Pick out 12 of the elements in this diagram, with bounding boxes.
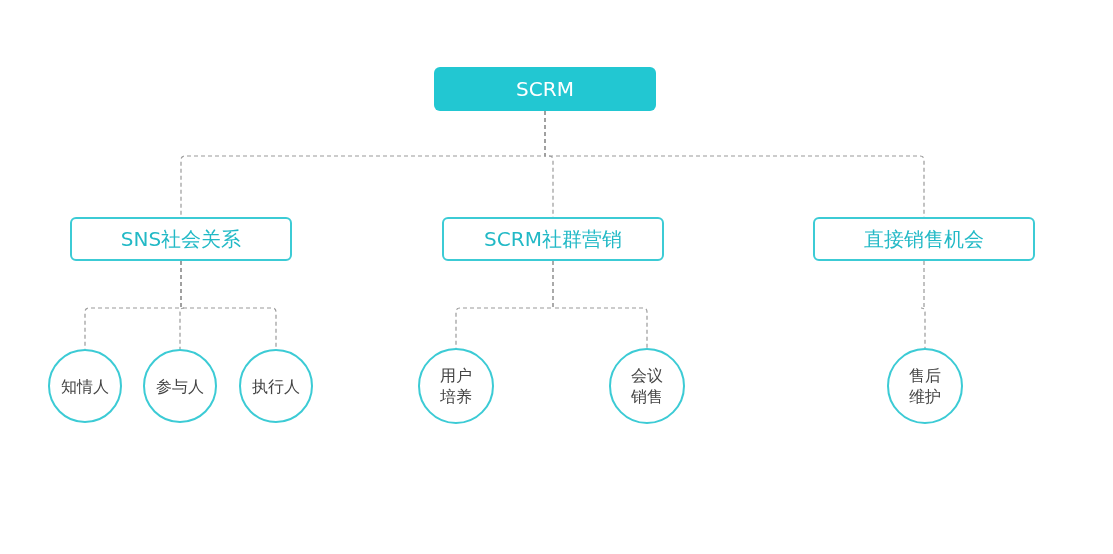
leaf-circle: 售后维护 [887,348,963,424]
category-box: 直接销售机会 [813,217,1035,261]
leaf-circle: 会议销售 [609,348,685,424]
connector-line [552,260,648,350]
connector-line [920,260,926,350]
category-box: SCRM社群营销 [442,217,664,261]
leaf-circle: 执行人 [239,349,313,423]
category-box: SNS社会关系 [70,217,292,261]
root-box: SCRM [434,67,656,111]
leaf-circle: 用户培养 [418,348,494,424]
leaf-circle: 知情人 [48,349,122,423]
leaf-circle: 参与人 [143,349,217,423]
